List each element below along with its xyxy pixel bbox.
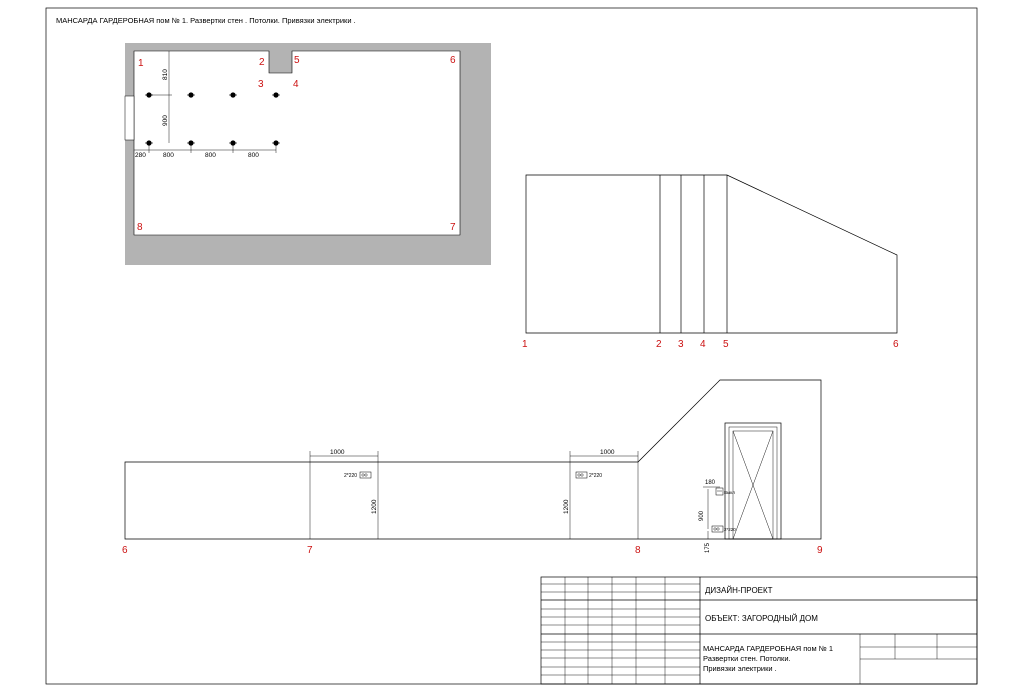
wall-elevation-6-9: 1000 1000 1200 1200 2*220 2*220 180: [122, 379, 823, 556]
spotlight-icon: [272, 140, 280, 146]
dim-180: 180: [705, 480, 716, 486]
plan-dim-800-1: 800: [163, 152, 174, 159]
elevation-bottom-label-8: 8: [635, 545, 641, 556]
spotlight-icon: [229, 140, 237, 146]
elevation-top-label-5: 5: [723, 339, 729, 350]
socket-icon: [575, 471, 588, 479]
elevation-bottom-label-6: 6: [122, 545, 128, 556]
plan-room-interior: [133, 50, 461, 236]
plan-corner-8: 8: [137, 222, 143, 233]
plan-corner-5: 5: [294, 55, 300, 66]
elevation-top-label-1: 1: [522, 339, 528, 350]
dim-900: 900: [699, 510, 705, 521]
elevation-1-6-outline: [525, 174, 898, 334]
elevation-top-label-3: 3: [678, 339, 684, 350]
ceiling-spotlights: [145, 92, 280, 146]
spotlight-icon: [145, 92, 153, 98]
dim-1000-left: 1000: [330, 449, 345, 456]
spotlight-icon: [145, 140, 153, 146]
spotlight-icon: [187, 140, 195, 146]
plan-dim-800-3: 800: [248, 152, 259, 159]
elevation-top-label-4: 4: [700, 339, 706, 350]
elevation-top-label-6: 6: [893, 339, 899, 350]
dim-1200-right: 1200: [563, 499, 570, 514]
sheet-frame: [45, 7, 978, 685]
socket-label-door: 2*220: [724, 527, 736, 532]
title-block-object: ОБЪЕКТ: ЗАГОРОДНЫЙ ДОМ: [705, 614, 818, 623]
plan-dim-900: 900: [162, 115, 169, 126]
plan-corner-2: 2: [259, 57, 265, 68]
sheet-header-title: МАНСАРДА ГАРДЕРОБНАЯ пом № 1. Развертки …: [56, 16, 356, 25]
title-block-sheet-line2: Развертки стен. Потолки.: [703, 654, 791, 663]
dim-1000-right: 1000: [600, 449, 615, 456]
title-block-frame: [540, 576, 978, 685]
plan-corner-3: 3: [258, 79, 264, 90]
plan-dim-280: 280: [135, 152, 146, 159]
elevation-bottom-label-7: 7: [307, 545, 313, 556]
socket-label-right: 2*220: [589, 473, 602, 479]
spotlight-icon: [229, 92, 237, 98]
plan-corner-4: 4: [293, 79, 299, 90]
switch-icon: [715, 487, 724, 496]
spotlight-icon: [187, 92, 195, 98]
socket-icon: [359, 471, 372, 479]
socket-label-left: 2*220: [344, 473, 357, 479]
plan-corner-7: 7: [450, 222, 456, 233]
elevation-bottom-label-9: 9: [817, 545, 823, 556]
title-block-project: ДИЗАЙН-ПРОЕКТ: [705, 586, 773, 595]
plan-window-opening: [124, 95, 135, 141]
plan-dim-810: 810: [162, 69, 169, 80]
ceiling-plan: 1 2 3 4 5 6 7 8 810 900 280 800 800 800: [124, 43, 491, 265]
socket-icon: [711, 525, 724, 533]
plan-corner-6: 6: [450, 55, 456, 66]
title-block: ДИЗАЙН-ПРОЕКТ ОБЪЕКТ: ЗАГОРОДНЫЙ ДОМ МАН…: [540, 576, 978, 685]
spotlight-icon: [272, 92, 280, 98]
title-block-sheet-line3: Привязки электрики .: [703, 664, 777, 673]
door-icon: [724, 422, 782, 540]
wall-elevation-1-6: 1 2 3 4 5 6: [522, 174, 899, 350]
elevation-top-label-2: 2: [656, 339, 662, 350]
dim-175: 175: [705, 542, 711, 553]
plan-corner-1: 1: [138, 58, 144, 69]
switch-label: Выкл: [724, 490, 735, 495]
elevation-6-9-outline: [124, 379, 822, 540]
plan-dim-800-2: 800: [205, 152, 216, 159]
dim-1200-left: 1200: [371, 499, 378, 514]
title-block-sheet-line1: МАНСАРДА ГАРДЕРОБНАЯ пом № 1: [703, 644, 833, 653]
